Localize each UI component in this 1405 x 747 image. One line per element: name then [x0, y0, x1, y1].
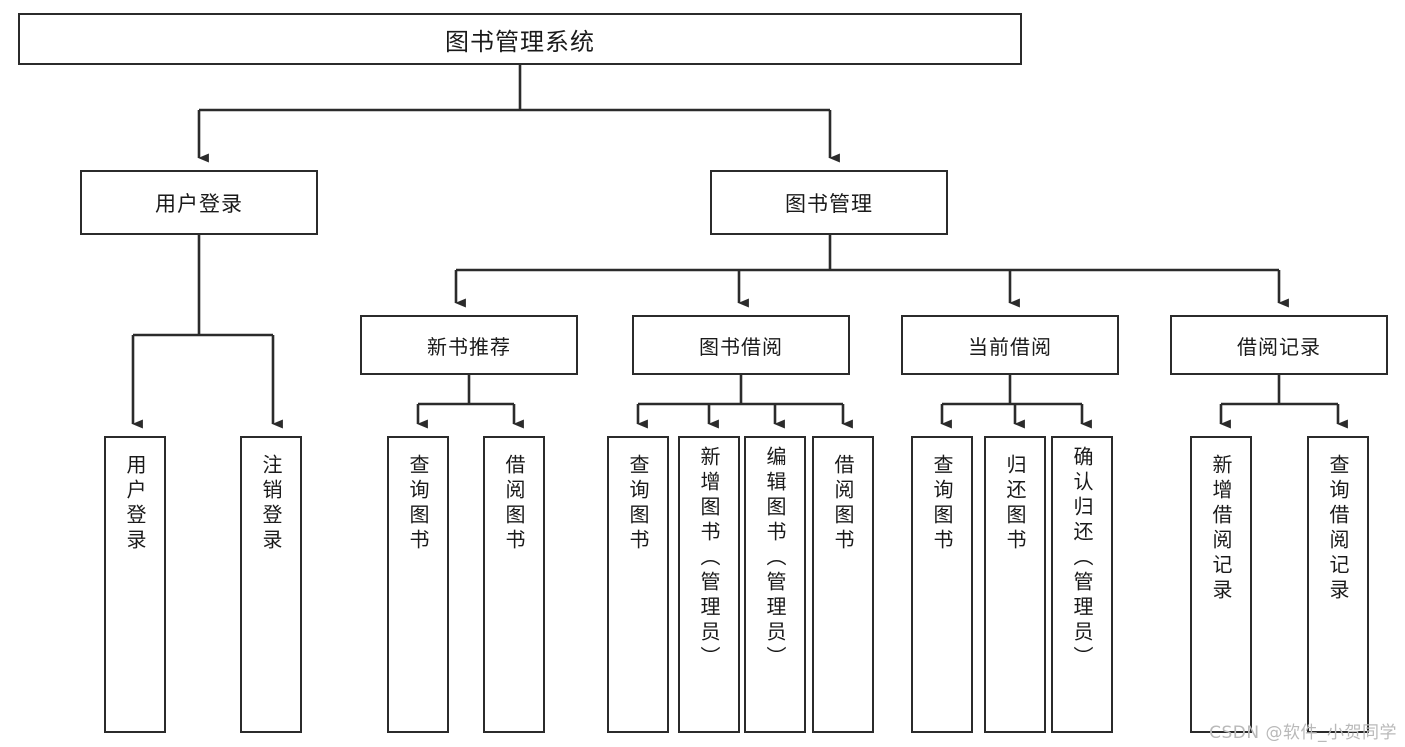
node-leaf-add-borrow-record[interactable]: 新增借阅记录 — [1190, 436, 1252, 733]
node-root-label: 图书管理系统 — [445, 27, 595, 56]
node-leaf-borrow-book-1[interactable]: 借阅图书 — [483, 436, 545, 733]
node-leaf-user-logout[interactable]: 注销登录 — [240, 436, 302, 733]
node-leaf-user-login-label: 用户登录 — [123, 454, 147, 554]
node-leaf-query-book-1-label: 查询图书 — [406, 454, 430, 554]
node-borrow-record[interactable]: 借阅记录 — [1170, 315, 1388, 375]
node-leaf-edit-book[interactable]: 编辑图书（管理员） — [744, 436, 806, 733]
node-leaf-query-borrow-record[interactable]: 查询借阅记录 — [1307, 436, 1369, 733]
node-leaf-borrow-book-2-label: 借阅图书 — [831, 454, 855, 554]
node-current-borrow[interactable]: 当前借阅 — [901, 315, 1119, 375]
watermark-text: CSDN @软件_小贺同学 — [1209, 723, 1397, 743]
node-leaf-add-book-label: 新增图书（管理员） — [697, 446, 721, 671]
node-leaf-edit-book-label: 编辑图书（管理员） — [763, 446, 787, 671]
node-book-borrow[interactable]: 图书借阅 — [632, 315, 850, 375]
node-leaf-borrow-book-1-label: 借阅图书 — [502, 454, 526, 554]
node-leaf-borrow-book-2[interactable]: 借阅图书 — [812, 436, 874, 733]
node-leaf-return-book-label: 归还图书 — [1003, 454, 1027, 554]
node-leaf-user-logout-label: 注销登录 — [259, 454, 283, 554]
node-leaf-add-borrow-record-label: 新增借阅记录 — [1209, 454, 1233, 604]
node-user-login[interactable]: 用户登录 — [80, 170, 318, 235]
node-leaf-query-borrow-record-label: 查询借阅记录 — [1326, 454, 1350, 604]
node-new-book-recommend[interactable]: 新书推荐 — [360, 315, 578, 375]
node-leaf-confirm-return-label: 确认归还（管理员） — [1070, 446, 1094, 671]
node-book-management[interactable]: 图书管理 — [710, 170, 948, 235]
node-current-borrow-label: 当前借阅 — [968, 334, 1052, 359]
node-leaf-user-login[interactable]: 用户登录 — [104, 436, 166, 733]
node-leaf-add-book[interactable]: 新增图书（管理员） — [678, 436, 740, 733]
node-new-book-recommend-label: 新书推荐 — [427, 334, 511, 359]
node-leaf-query-book-2-label: 查询图书 — [626, 454, 650, 554]
node-leaf-query-book-2[interactable]: 查询图书 — [607, 436, 669, 733]
node-root[interactable]: 图书管理系统 — [18, 13, 1022, 65]
node-leaf-return-book[interactable]: 归还图书 — [984, 436, 1046, 733]
node-user-login-label: 用户登录 — [155, 191, 243, 216]
node-book-borrow-label: 图书借阅 — [699, 334, 783, 359]
node-leaf-query-book-1[interactable]: 查询图书 — [387, 436, 449, 733]
node-leaf-query-book-3[interactable]: 查询图书 — [911, 436, 973, 733]
node-leaf-confirm-return[interactable]: 确认归还（管理员） — [1051, 436, 1113, 733]
node-borrow-record-label: 借阅记录 — [1237, 334, 1321, 359]
node-leaf-query-book-3-label: 查询图书 — [930, 454, 954, 554]
node-book-management-label: 图书管理 — [785, 191, 873, 216]
